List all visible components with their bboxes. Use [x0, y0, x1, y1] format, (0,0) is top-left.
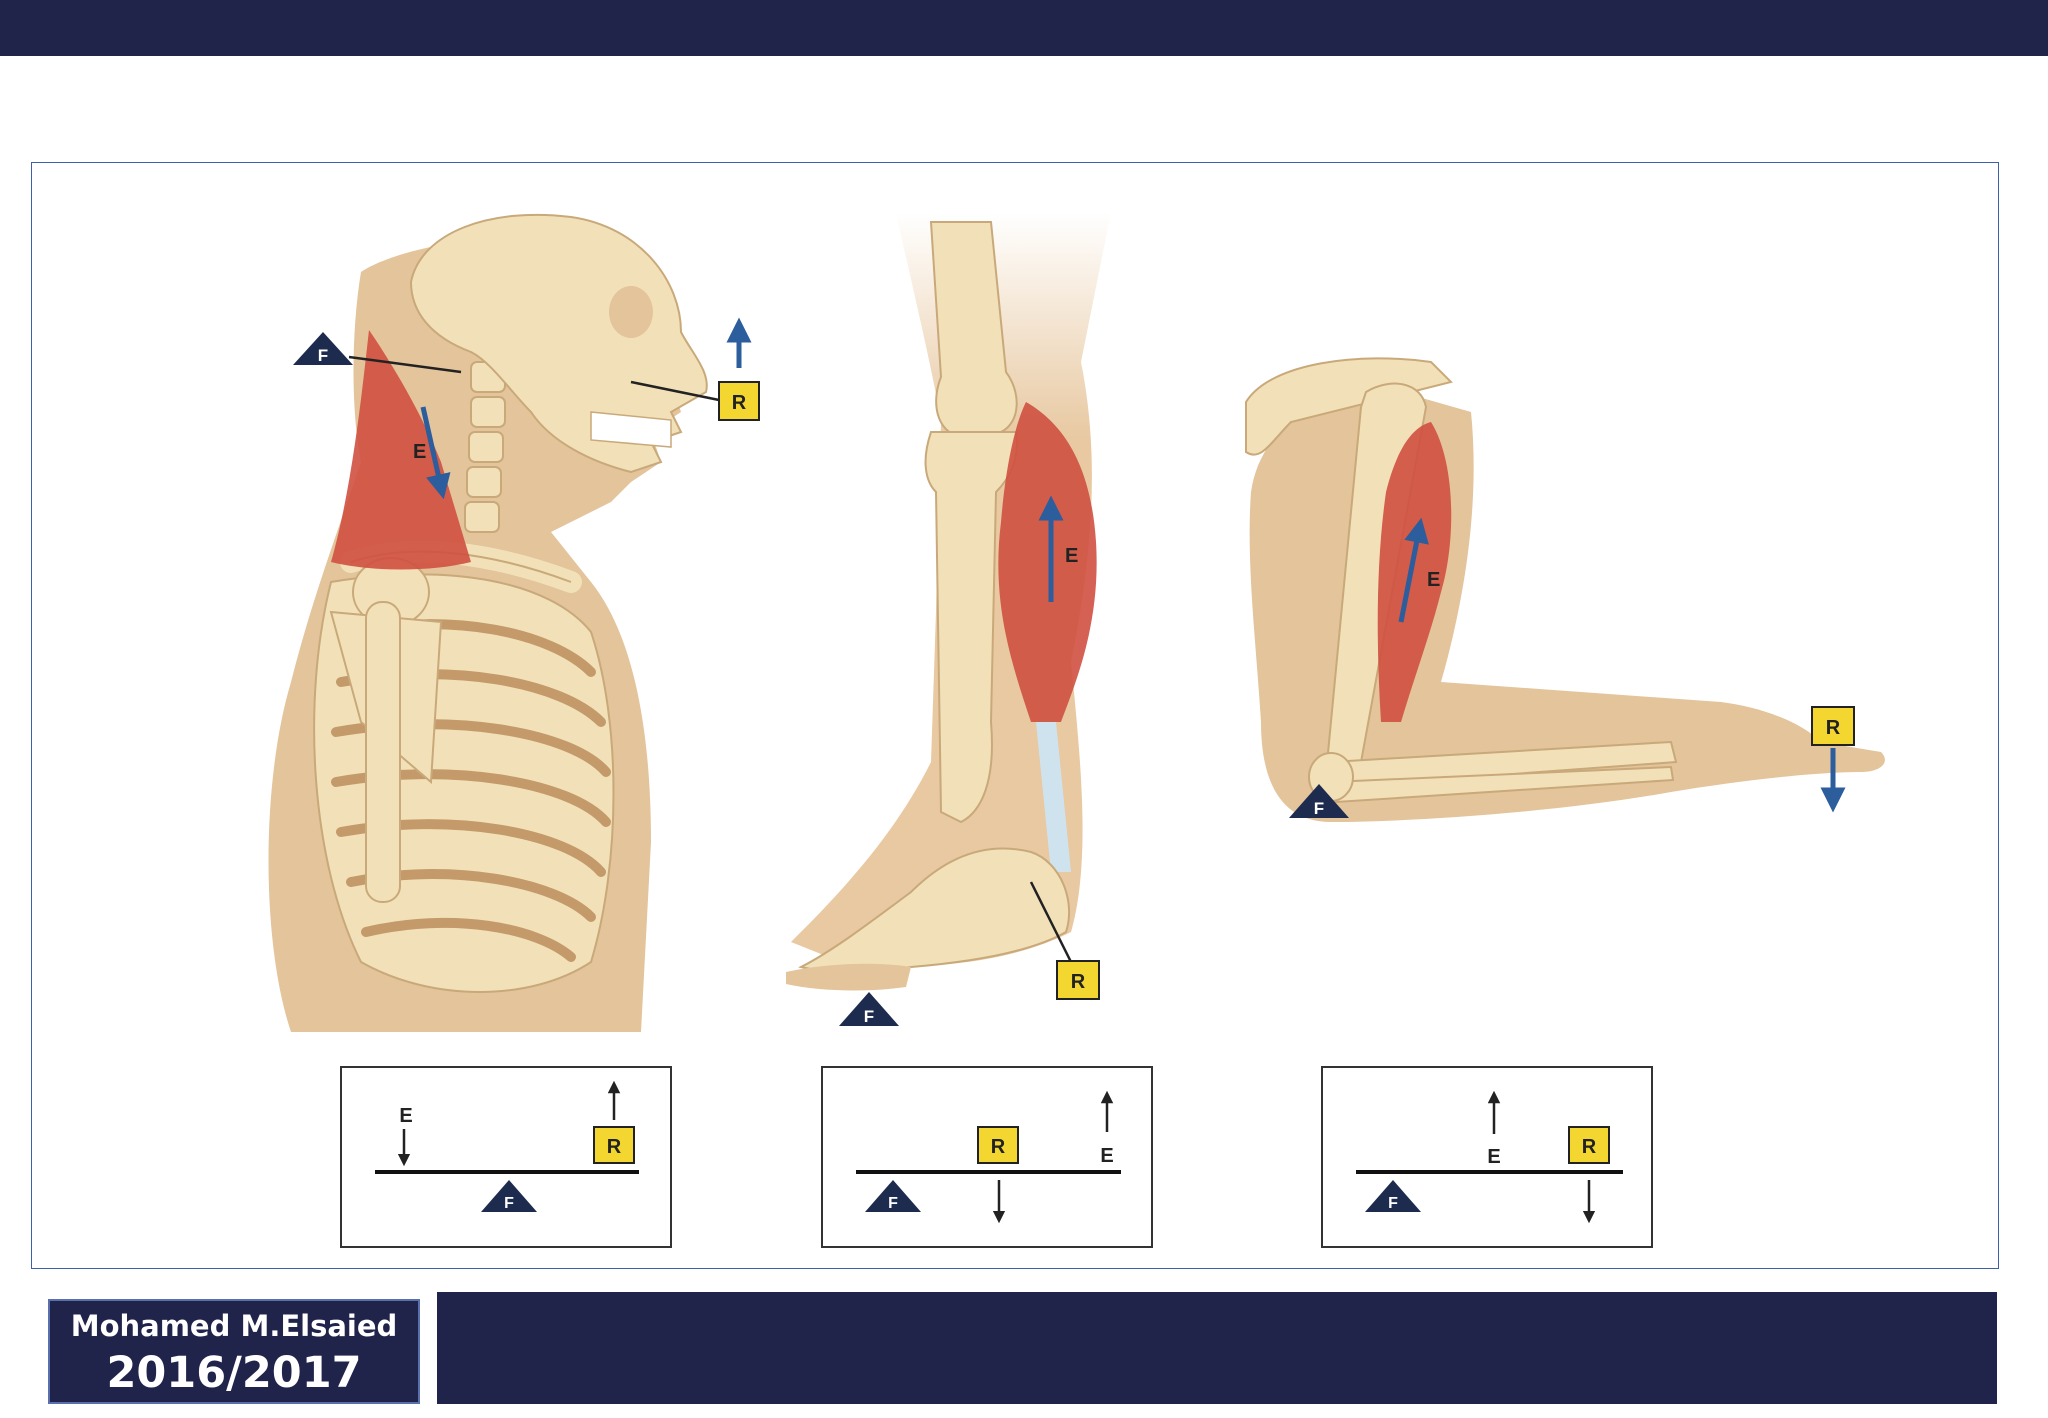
author-name: Mohamed M.Elsaied	[70, 1309, 398, 1343]
svg-text:R: R	[991, 1136, 1006, 1158]
skull	[409, 213, 708, 474]
svg-text:F: F	[318, 346, 328, 365]
cervical-spine	[464, 361, 506, 533]
effort-label: E	[1427, 569, 1440, 591]
footer-banner	[437, 1292, 1997, 1404]
svg-text:E: E	[399, 1105, 412, 1127]
svg-text:R: R	[1071, 971, 1086, 993]
fulcrum-marker: F	[1289, 784, 1349, 818]
top-banner	[0, 0, 2048, 56]
svg-text:F: F	[1388, 1195, 1398, 1212]
lever-schematic-1: E R F	[340, 1066, 672, 1248]
humerus-shoulder	[365, 601, 401, 903]
lever-schematic-3: F E R	[1321, 1066, 1653, 1248]
svg-text:F: F	[504, 1195, 514, 1212]
fulcrum-marker: F	[839, 992, 899, 1026]
svg-text:E: E	[1487, 1146, 1500, 1168]
academic-year: 2016/2017	[106, 1348, 362, 1398]
arm-biceps-illustration: E	[1245, 357, 1885, 822]
resistance-marker: R	[1056, 960, 1100, 1000]
effort-arrow	[420, 406, 451, 500]
achilles-tendon	[1036, 722, 1071, 872]
svg-text:F: F	[864, 1007, 874, 1026]
teeth	[590, 411, 672, 448]
effort-label: E	[413, 441, 426, 463]
svg-text:R: R	[607, 1136, 622, 1158]
svg-text:R: R	[732, 392, 747, 414]
resistance-marker: R	[718, 381, 760, 421]
svg-text:R: R	[1826, 717, 1841, 739]
svg-text:E: E	[1100, 1145, 1113, 1167]
head-neck-illustration: E	[268, 213, 752, 1032]
svg-text:F: F	[888, 1195, 898, 1212]
foot-calf-illustration: E	[786, 212, 1111, 991]
author-box: Mohamed M.Elsaied 2016/2017	[48, 1299, 420, 1404]
svg-text:F: F	[1314, 799, 1324, 818]
effort-label: E	[1065, 545, 1078, 567]
lever-figure: E F R E F R	[268, 212, 1885, 1248]
effort-arrow	[1398, 517, 1429, 623]
neck-muscle	[331, 330, 471, 570]
resistance-marker: R	[1811, 706, 1855, 746]
lever-schematic-2: F R E	[821, 1066, 1153, 1248]
fulcrum-marker: F	[293, 332, 353, 365]
calf-muscle	[998, 402, 1097, 722]
biceps-muscle	[1377, 422, 1452, 722]
svg-text:R: R	[1582, 1136, 1597, 1158]
